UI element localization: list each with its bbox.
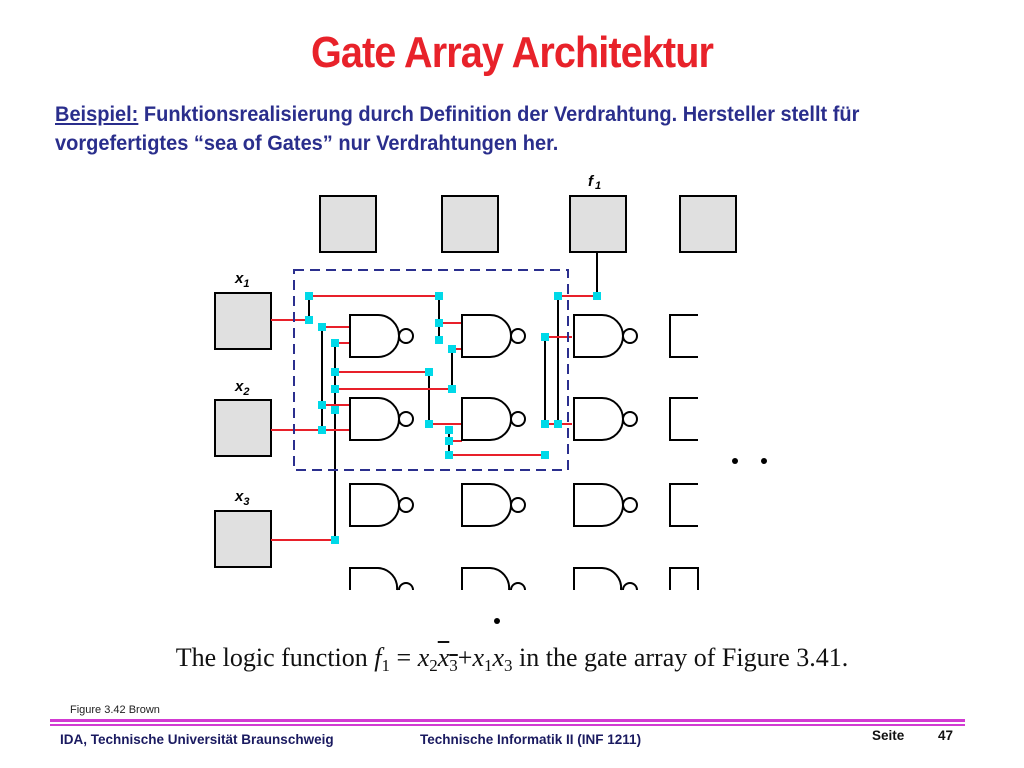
label-x3: x3 bbox=[234, 488, 249, 508]
label-x1: x1 bbox=[234, 270, 249, 290]
input-cell-x1 bbox=[214, 292, 272, 350]
label-x2: x2 bbox=[234, 378, 249, 398]
input-cell-x3 bbox=[214, 510, 272, 568]
gate-grid bbox=[349, 314, 699, 591]
footer-page-label: Seite bbox=[872, 728, 905, 743]
output-cell bbox=[679, 195, 737, 253]
output-cell-f1 bbox=[569, 195, 627, 253]
figure-caption: The logic function f1 = x2x3+x1x3 in the… bbox=[175, 643, 849, 675]
ellipsis-dots bbox=[494, 458, 767, 624]
footer-divider bbox=[50, 724, 965, 726]
output-cell bbox=[319, 195, 377, 253]
slide-subtitle: Beispiel: Funktionsrealisierung durch De… bbox=[55, 100, 920, 158]
footer-course: Technische Informatik II (INF 1211) bbox=[420, 732, 642, 747]
output-cell bbox=[441, 195, 499, 253]
subtitle-label: Beispiel: bbox=[55, 102, 139, 126]
footer-institution: IDA, Technische Universität Braunschweig bbox=[60, 732, 334, 747]
selection-box bbox=[293, 269, 569, 471]
footer-divider bbox=[50, 719, 965, 722]
red-wires bbox=[271, 295, 597, 541]
footer-page-number: 47 bbox=[938, 728, 954, 743]
figure-reference: Figure 3.42 Brown bbox=[70, 704, 160, 716]
input-cell-x2 bbox=[214, 399, 272, 457]
slide-title: Gate Array Architektur bbox=[310, 28, 714, 77]
subtitle-text: Funktionsrealisierung durch Definition d… bbox=[55, 102, 860, 155]
connection-points bbox=[305, 292, 601, 544]
